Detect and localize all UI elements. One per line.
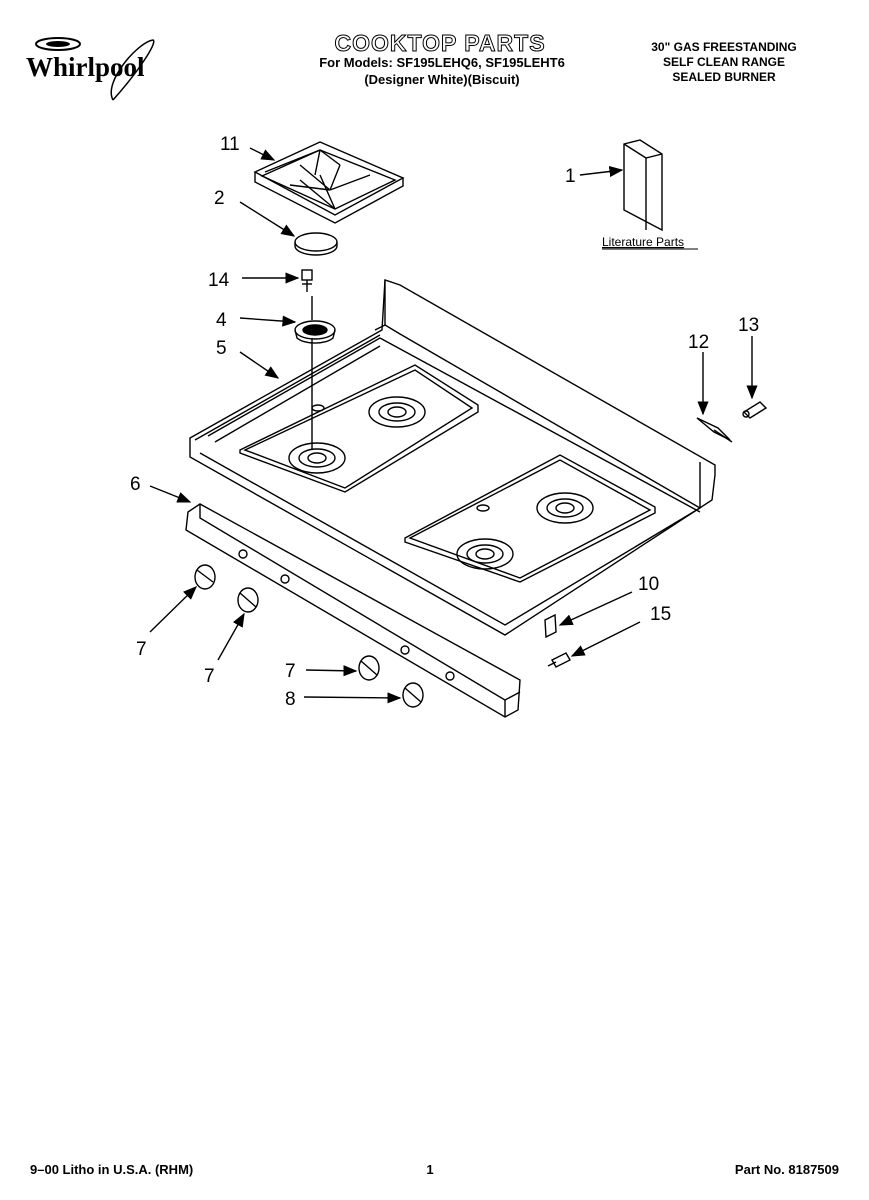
orifice-part bbox=[742, 401, 768, 419]
burner-base-part bbox=[294, 320, 336, 344]
literature-label: Literature Parts bbox=[602, 235, 684, 249]
callout-7b: 7 bbox=[204, 666, 215, 687]
svg-text:Whirlpool: Whirlpool bbox=[26, 52, 145, 82]
callout-7c: 7 bbox=[285, 661, 296, 682]
description-line-1: 30" GAS FREESTANDING bbox=[651, 40, 797, 54]
exploded-parts-diagram: 11 2 14 4 5 1 Literature Parts 12 13 6 7… bbox=[0, 120, 869, 740]
page-title: COOKTOP PARTS bbox=[334, 30, 546, 57]
description-line-2: SELF CLEAN RANGE bbox=[662, 55, 785, 69]
callout-7a: 7 bbox=[136, 639, 147, 660]
screw-part bbox=[301, 269, 313, 292]
callout-1: 1 bbox=[565, 166, 576, 187]
callout-6: 6 bbox=[130, 474, 141, 495]
electrode-part bbox=[696, 417, 733, 443]
burner-cap-part bbox=[294, 232, 338, 256]
callout-8: 8 bbox=[285, 689, 296, 710]
clip-part bbox=[544, 613, 557, 639]
variant-line: (Designer White)(Biscuit) bbox=[364, 72, 520, 87]
page-number: 1 bbox=[426, 1162, 434, 1177]
callout-11: 11 bbox=[220, 134, 240, 155]
callout-15: 15 bbox=[650, 604, 671, 625]
callout-12: 12 bbox=[688, 332, 709, 353]
callout-14: 14 bbox=[208, 270, 230, 291]
part-number: Part No. 8187509 bbox=[734, 1162, 839, 1177]
grate-part bbox=[253, 141, 405, 224]
callout-13: 13 bbox=[738, 315, 759, 336]
callout-2: 2 bbox=[214, 188, 225, 209]
callout-10: 10 bbox=[638, 574, 659, 595]
literature-part bbox=[623, 139, 663, 232]
callout-5: 5 bbox=[216, 338, 227, 359]
control-panel-part bbox=[185, 503, 521, 718]
description-line-3: SEALED BURNER bbox=[672, 70, 776, 84]
cooktop-part bbox=[189, 279, 716, 636]
callout-4: 4 bbox=[216, 310, 227, 331]
litho-note: 9–00 Litho in U.S.A. (RHM) bbox=[30, 1162, 194, 1177]
models-line: For Models: SF195LEHQ6, SF195LEHT6 bbox=[319, 55, 565, 70]
screw-b-part bbox=[547, 652, 571, 668]
knob-part bbox=[194, 564, 424, 708]
whirlpool-logo: Whirlpool bbox=[18, 32, 168, 102]
